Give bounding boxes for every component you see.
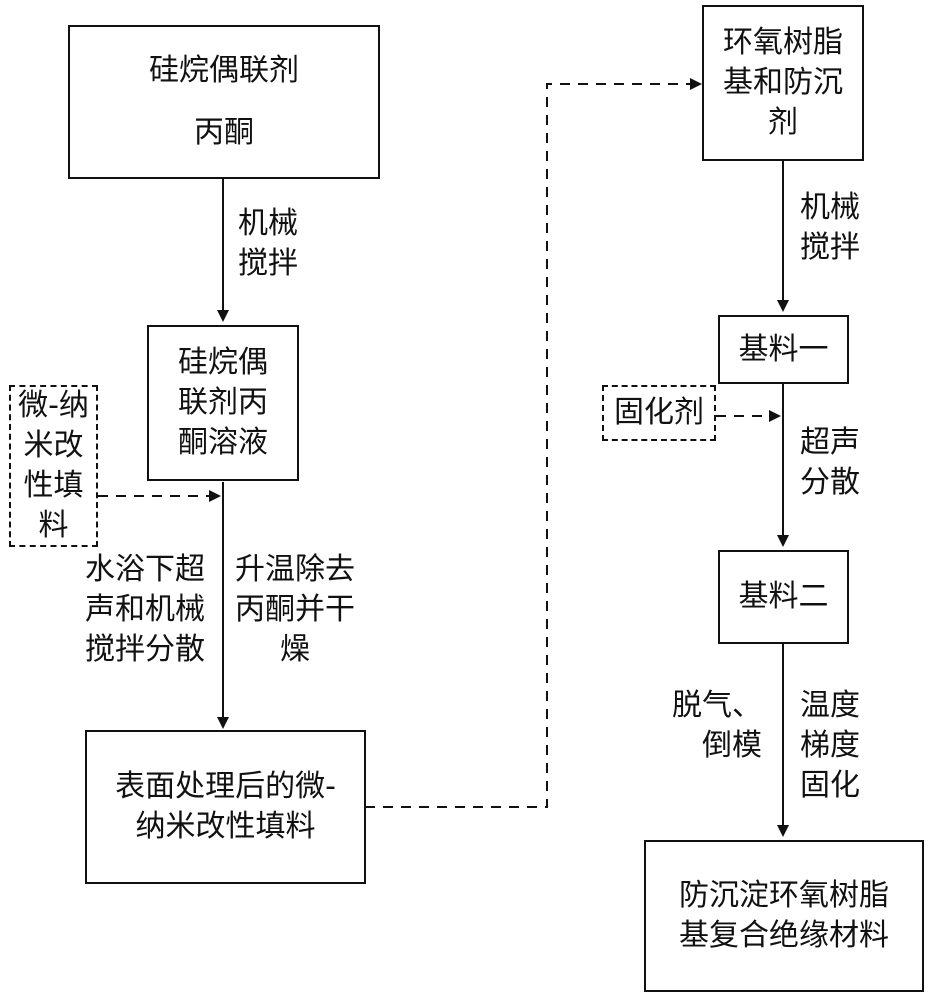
- base-two-text: 基料二: [738, 579, 829, 614]
- heat-remove-acetone-label: 升温除去 丙酮并干 燥: [235, 552, 355, 667]
- base-two-box: 基料二: [718, 550, 849, 644]
- mechanical-stirring-label-1: 机械 搅拌: [238, 206, 298, 281]
- curing-agent-text: 固化剂: [614, 395, 704, 430]
- degas-molding-label: 脱气、 倒模: [672, 688, 762, 763]
- temperature-gradient-curing-label: 温度 梯度 固化: [800, 688, 860, 803]
- final-product-text: 防沉淀环氧树脂 基复合绝缘材料: [679, 878, 889, 953]
- curing-agent-box: 固化剂: [602, 385, 716, 441]
- base-one-text: 基料一: [738, 331, 829, 367]
- treated-filler-box: 表面处理后的微- 纳米改性填料: [85, 730, 366, 884]
- silane-solution-text: 硅烷偶 联剂丙 酮溶液: [178, 345, 268, 460]
- micro-nano-filler-text: 微-纳 米改 性填 料: [18, 388, 89, 543]
- mechanical-stirring-label-2: 机械 搅拌: [800, 190, 860, 265]
- final-product-box: 防沉淀环氧树脂 基复合绝缘材料: [644, 840, 924, 992]
- water-bath-ultrasonic-label: 水浴下超 声和机械 搅拌分散: [85, 552, 205, 667]
- silane-acetone-box: 硅烷偶联剂 丙酮: [68, 25, 380, 179]
- epoxy-base-text: 环氧树脂 基和防沉 剂: [723, 25, 843, 140]
- treated-filler-text: 表面处理后的微- 纳米改性填料: [115, 769, 336, 844]
- silane-coupling-agent-text: 硅烷偶联剂: [149, 53, 299, 88]
- micro-nano-filler-box: 微-纳 米改 性填 料: [9, 385, 98, 547]
- silane-solution-box: 硅烷偶 联剂丙 酮溶液: [147, 325, 299, 481]
- base-one-box: 基料一: [718, 315, 849, 384]
- dashed-arrow-treated-filler-to-epoxy: [365, 78, 702, 808]
- epoxy-base-box: 环氧树脂 基和防沉 剂: [702, 5, 864, 161]
- ultrasonic-dispersion-label: 超声 分散: [800, 425, 860, 500]
- acetone-text: 丙酮: [194, 115, 254, 150]
